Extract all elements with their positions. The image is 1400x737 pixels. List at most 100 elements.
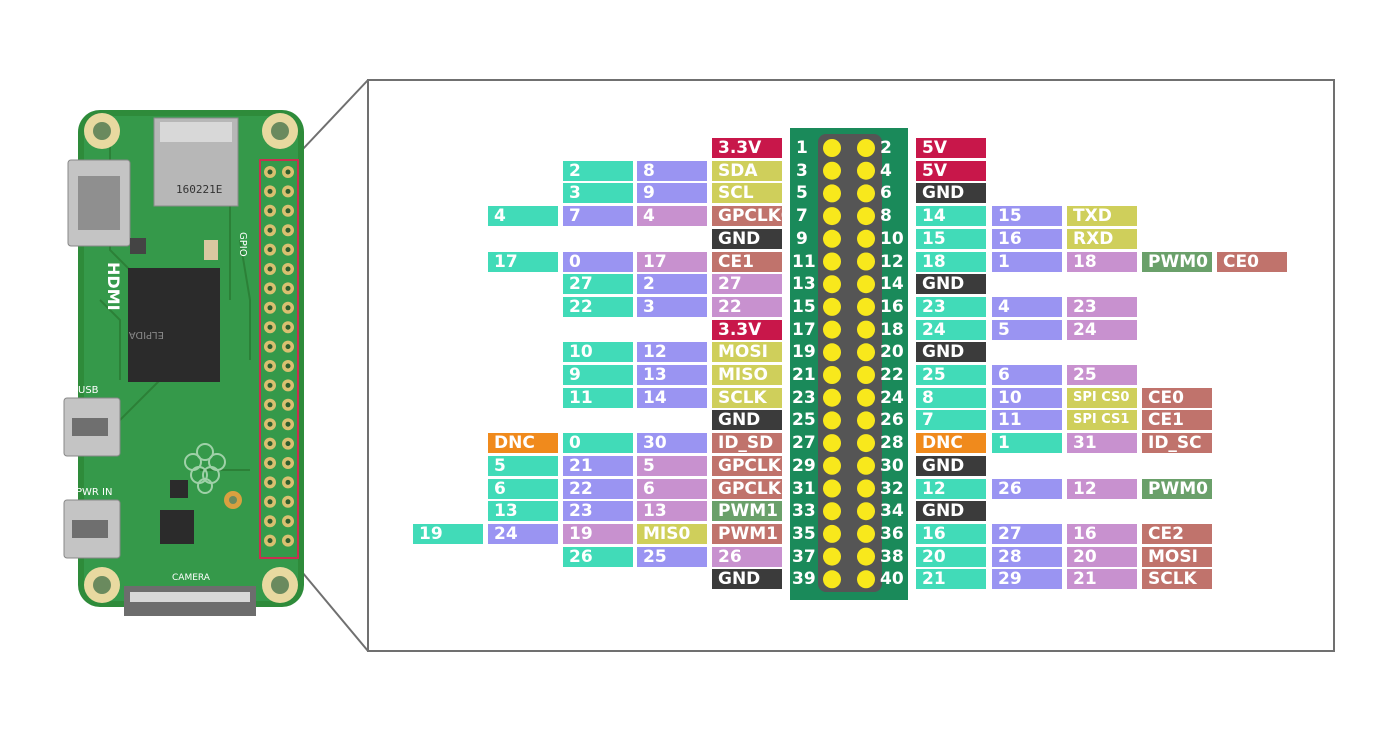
header-pin — [857, 570, 875, 589]
pin-5-label: SCL — [712, 183, 782, 204]
pin-24-label: 10 — [992, 387, 1062, 408]
pin-36-label: CE2 — [1142, 523, 1212, 544]
pin-number: 5 — [796, 183, 808, 204]
board-header-hole — [285, 460, 291, 466]
pin-12-label: 18 — [1067, 251, 1137, 272]
board-header-hole — [285, 518, 291, 524]
board-header-hole — [285, 285, 291, 291]
header-pin — [857, 184, 875, 203]
pin-26-label: SPI CS1 — [1067, 410, 1137, 431]
board-header-hole — [267, 324, 273, 330]
pin-number: 1 — [796, 138, 808, 158]
pin-15-label: 22 — [712, 296, 782, 317]
pin-29-label: 5 — [637, 455, 707, 476]
header-pin — [857, 229, 875, 248]
pin-27-label: DNC — [488, 433, 558, 454]
pin-number: 32 — [880, 478, 904, 499]
header-pin — [823, 502, 841, 521]
pin-7-label: 4 — [637, 206, 707, 227]
pin-number: 36 — [880, 523, 904, 544]
pin-12-label: PWM0 — [1142, 251, 1212, 272]
pin-number: 40 — [880, 569, 904, 590]
pin-32-label: 12 — [916, 478, 986, 499]
board-header-hole — [267, 169, 273, 175]
pin-23-label: 14 — [637, 387, 707, 408]
pin-15-label: 3 — [637, 296, 707, 317]
pin-36-label: 16 — [916, 523, 986, 544]
svg-text:ELPIDA: ELPIDA — [129, 329, 164, 340]
header-pin — [857, 139, 875, 157]
pin-13-label: 27 — [563, 274, 633, 295]
pin-24-label: SPI CS0 — [1067, 387, 1137, 408]
pin-number: 7 — [796, 206, 808, 227]
pin-16-label: 4 — [992, 296, 1062, 317]
pin-13-label: 2 — [637, 274, 707, 295]
pin-25-label: GND — [712, 410, 782, 431]
header-pin — [823, 184, 841, 203]
board-header-hole — [267, 402, 273, 408]
header-pin — [823, 229, 841, 248]
pin-26-label: CE1 — [1142, 410, 1212, 431]
pin-35-label: 19 — [563, 523, 633, 544]
pin-number: 13 — [792, 274, 816, 295]
header-pin — [823, 434, 841, 453]
board-header-hole — [267, 479, 273, 485]
board-header-hole — [285, 441, 291, 447]
pin-33-label: 23 — [563, 501, 633, 522]
header-pin — [823, 207, 841, 226]
header-pin — [857, 547, 875, 566]
header-pin — [857, 207, 875, 226]
pin-33-label: 13 — [488, 501, 558, 522]
pin-number: 14 — [880, 274, 904, 295]
pin-number: 17 — [792, 319, 816, 340]
header-pin — [857, 343, 875, 362]
svg-text:160221E: 160221E — [176, 183, 222, 196]
header-pin — [857, 252, 875, 271]
board-header-hole — [267, 344, 273, 350]
board-header-hole — [267, 499, 273, 505]
pin-23-label: 11 — [563, 387, 633, 408]
pin-17-label: 3.3V — [712, 319, 782, 340]
header-pin — [857, 320, 875, 339]
board-header-hole — [285, 266, 291, 272]
pin-18-label: 24 — [916, 319, 986, 340]
pin-number: 12 — [880, 251, 904, 272]
svg-text:HDMI: HDMI — [104, 262, 123, 311]
pin-21-label: 13 — [637, 365, 707, 385]
pin-number: 33 — [792, 501, 816, 522]
header-pin — [857, 161, 875, 180]
pin-10-label: RXD — [1067, 228, 1137, 249]
pin-number: 6 — [880, 183, 892, 204]
raspberry-logo-icon — [184, 443, 226, 494]
header-pin — [823, 161, 841, 180]
header-pin — [823, 388, 841, 407]
board-header-hole — [267, 188, 273, 194]
header-pin — [857, 479, 875, 498]
pin-37-label: 25 — [637, 546, 707, 567]
pin-number: 30 — [880, 455, 904, 476]
pin-34-label: GND — [916, 501, 986, 522]
pin-31-label: GPCLK2 — [712, 478, 782, 499]
pin-39-label: GND — [712, 569, 782, 590]
pin-35-label: 24 — [488, 523, 558, 544]
pin-number: 27 — [792, 433, 816, 454]
pin-36-label: 27 — [992, 523, 1062, 544]
pin-7-label: 4 — [488, 206, 558, 227]
header-pin — [823, 320, 841, 339]
header-pin — [857, 297, 875, 316]
header-pin — [823, 411, 841, 430]
pin-37-label: 26 — [563, 546, 633, 567]
pin-32-label: 12 — [1067, 478, 1137, 499]
pin-number: 2 — [880, 138, 892, 158]
pin-30-label: GND — [916, 455, 986, 476]
header-pin — [857, 275, 875, 294]
header-pin — [823, 570, 841, 589]
pin-number: 39 — [792, 569, 816, 590]
pin-number: 26 — [880, 410, 904, 431]
pin-5-label: 9 — [637, 183, 707, 204]
pin-35-label: MIS0 — [637, 523, 707, 544]
pin-16-label: 23 — [916, 296, 986, 317]
pin-18-label: 5 — [992, 319, 1062, 340]
pin-6-label: GND — [916, 183, 986, 204]
pin-32-label: PWM0 — [1142, 478, 1212, 499]
